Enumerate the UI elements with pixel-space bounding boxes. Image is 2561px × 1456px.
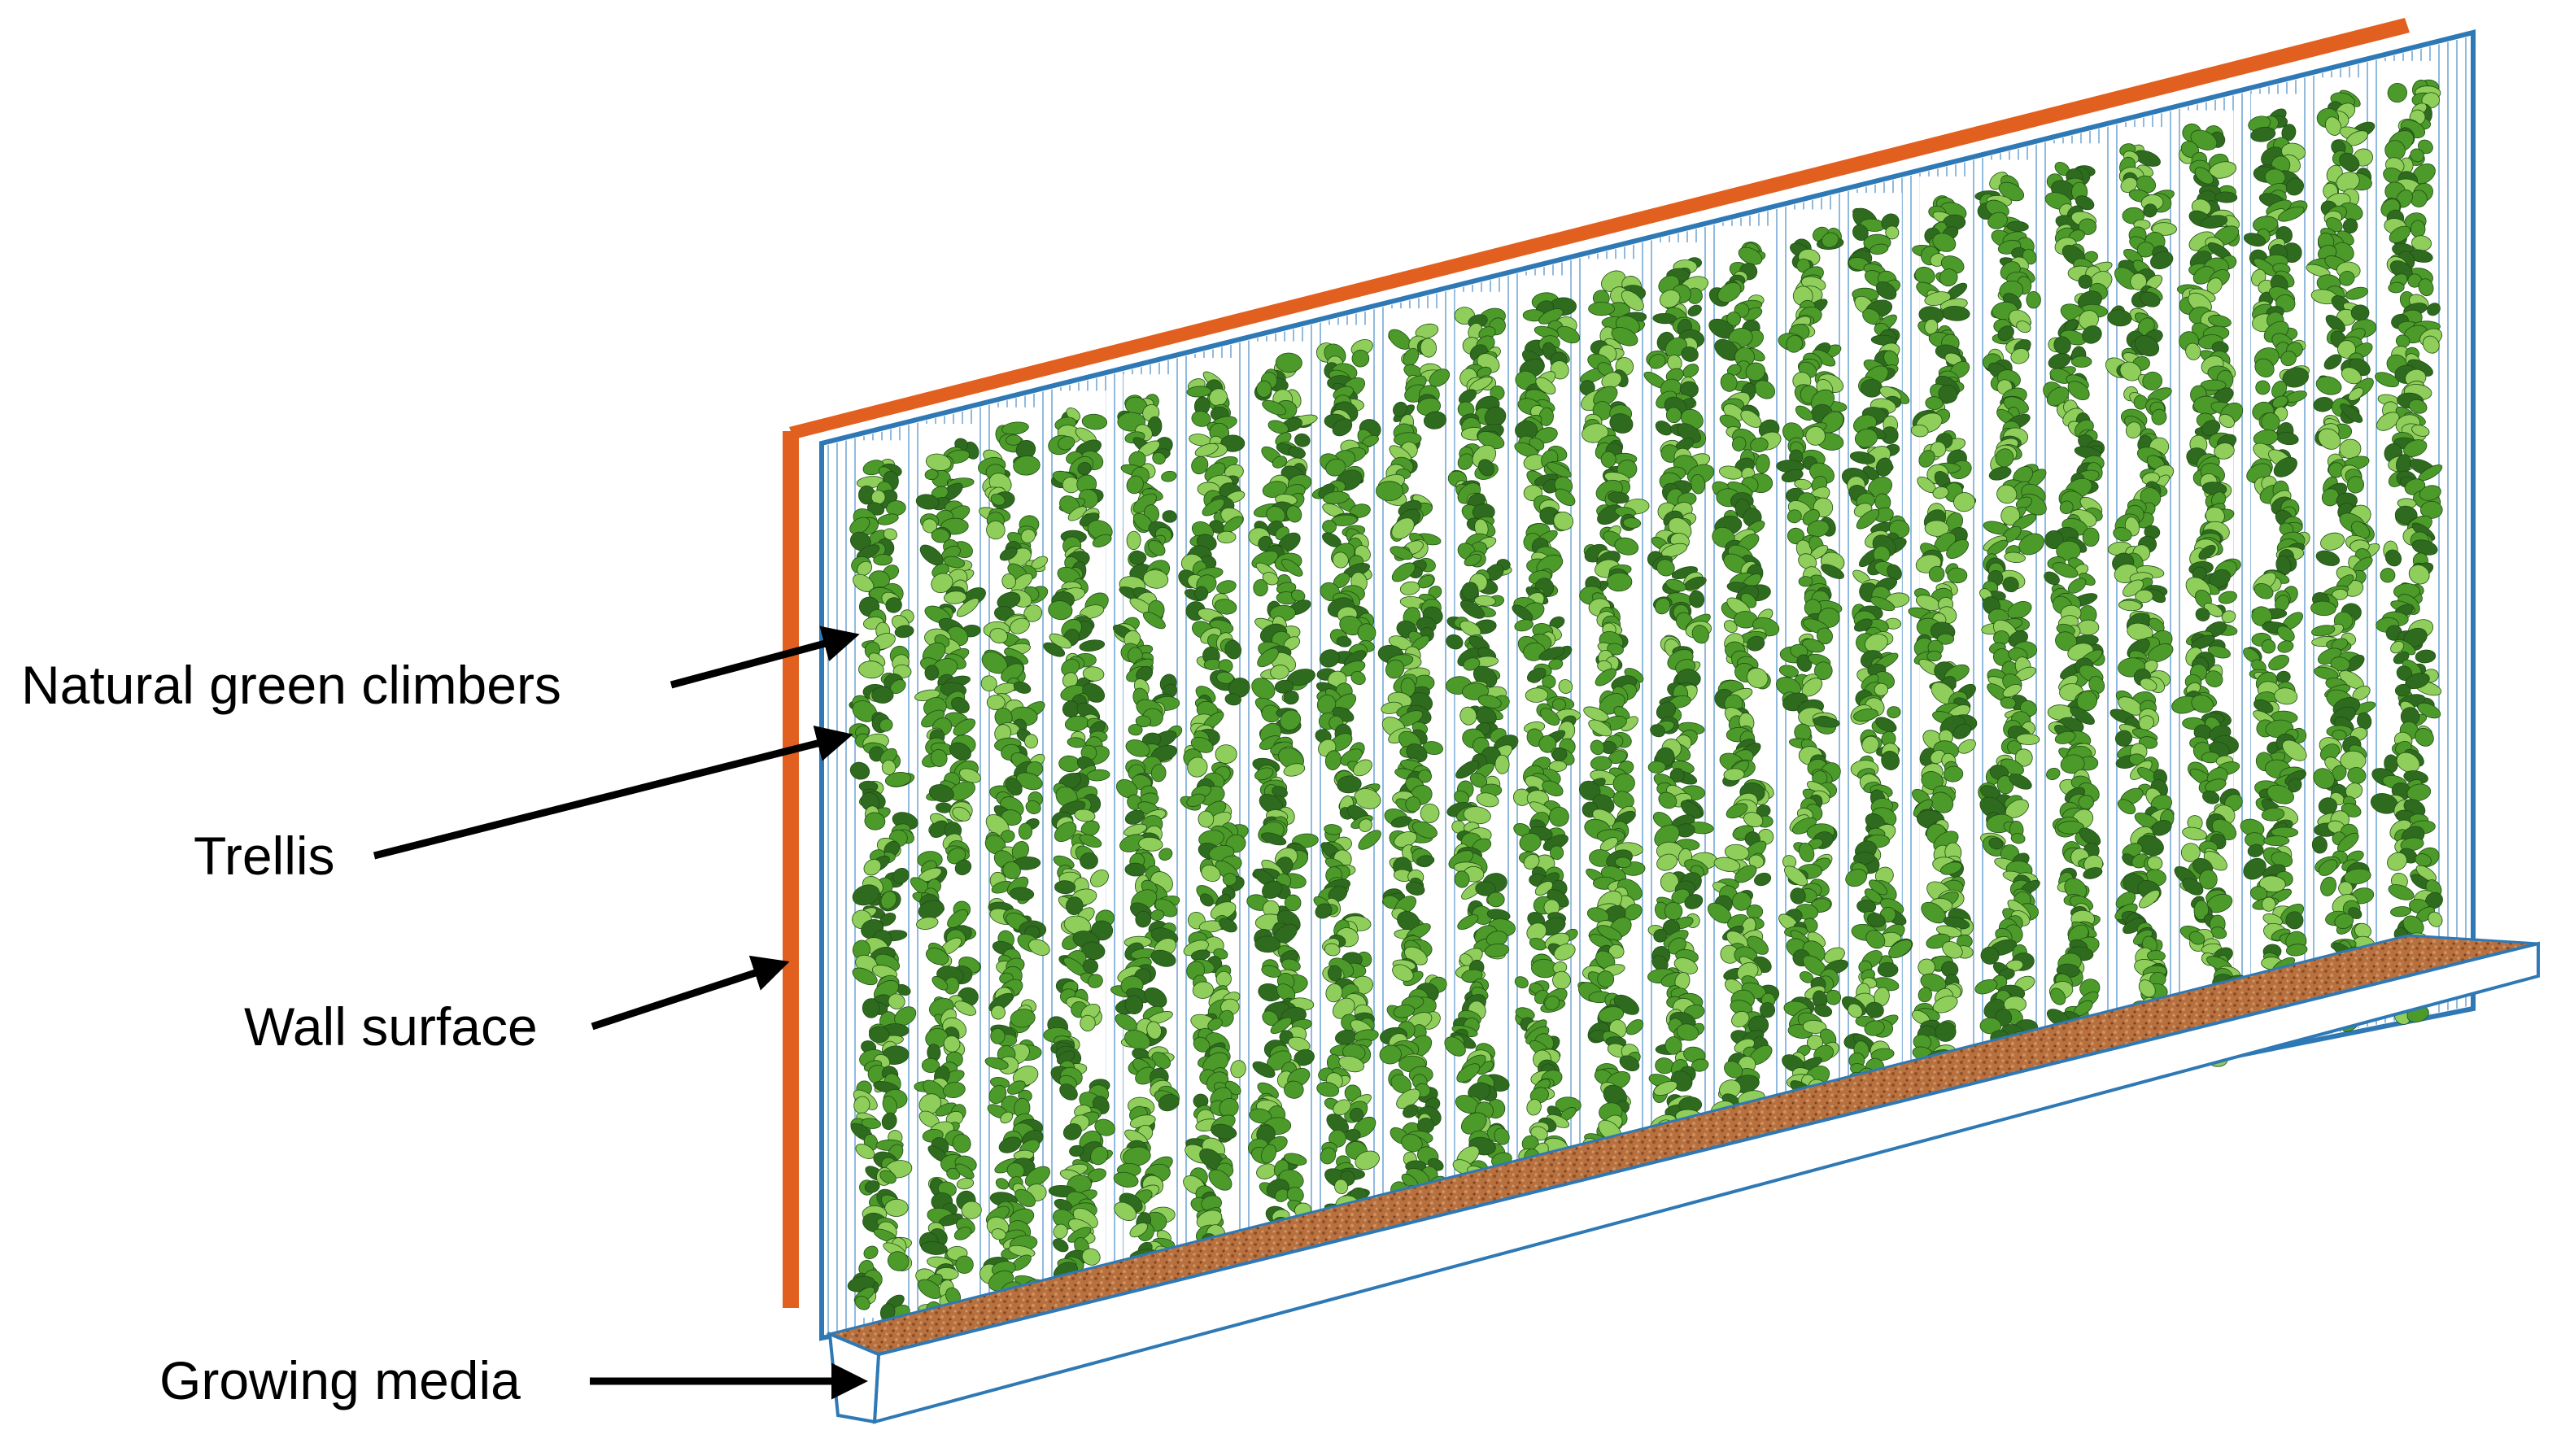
vine-icon [2105,127,2177,1076]
growing-media-planter [826,934,2540,1424]
arrow-icon [670,626,860,689]
wall-surface-top-edge [789,18,2410,439]
vine-icon [910,424,986,1319]
vine-icon [2240,94,2310,1046]
arrow-icon [373,726,853,860]
vine-icon [1512,275,1582,1196]
vine-icon [1178,357,1250,1261]
vine-icon [1577,259,1650,1175]
vine-icon [847,440,918,1327]
natural-green-climbers [847,60,2443,1327]
vine-icon [2043,143,2113,1091]
vine-icon [1043,390,1115,1283]
wall-surface-left-edge [783,431,799,1308]
vine-icon [1444,291,1519,1214]
vine-icon [2306,77,2380,1032]
label-natural-green-climbers: Natural green climbers [21,655,561,715]
vine-icon [1908,176,1978,1112]
vine-icon [1841,193,1913,1131]
vine-icon [1376,308,1451,1220]
label-trellis: Trellis [194,826,335,886]
vine-icon [1311,325,1381,1235]
vine-icon [978,407,1050,1300]
vine-icon [1246,341,1319,1241]
label-wall-surface: Wall surface [244,996,538,1057]
callouts: Natural green climbers Trellis Wall surf… [21,626,868,1410]
arrow-icon [591,955,790,1031]
label-growing-media: Growing media [159,1350,521,1410]
